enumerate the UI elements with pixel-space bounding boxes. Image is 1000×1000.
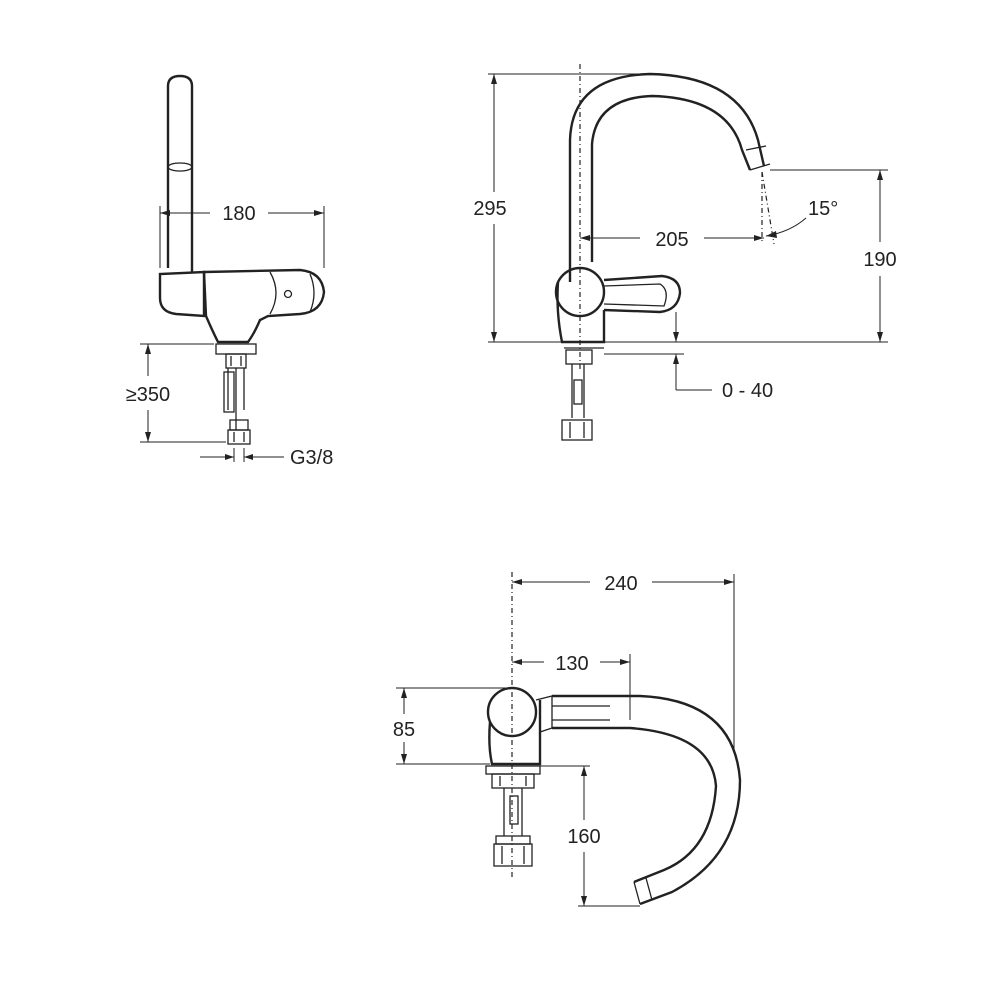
dim-thread: G3/8 [290,447,333,469]
dim-top-offset: 130 [555,653,588,675]
dim-angle: 15° [808,198,838,220]
dim-side-below: ≥350 [126,384,170,406]
side-view: 180 ≥350 G3/8 [126,74,333,469]
dim-deck-range: 0 - 40 [722,380,773,402]
dim-body-depth: 85 [393,719,415,741]
top-view: 240 130 85 160 [393,572,742,907]
dim-top-reach: 240 [604,573,637,595]
dim-side-width: 180 [222,203,255,225]
dim-spout-height: 190 [863,249,896,271]
dim-shank-length: 160 [567,826,600,848]
dim-height-total: 295 [473,198,506,220]
front-view: 295 190 205 15° 0 - 40 [473,64,897,441]
dim-reach-front: 205 [655,229,688,251]
